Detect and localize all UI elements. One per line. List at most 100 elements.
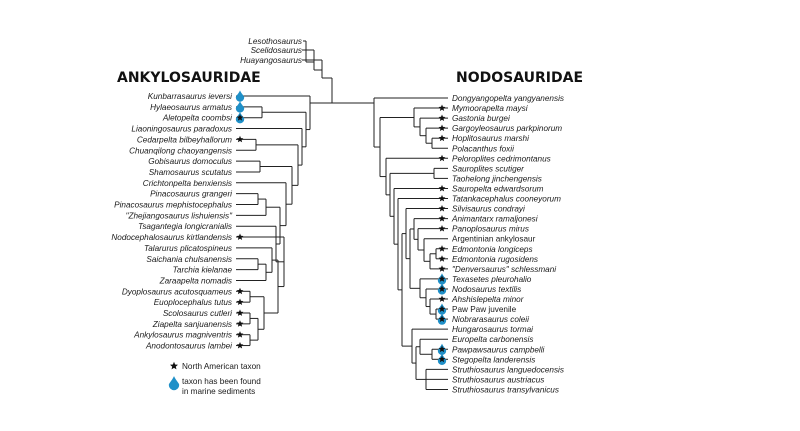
- taxon-label: Tsagantegia longicranialis: [138, 222, 232, 231]
- taxon-label: Crichtonpelta benxiensis: [143, 179, 232, 188]
- north-american-star-icon: [438, 204, 446, 212]
- taxon-label: Edmontonia longiceps: [452, 245, 533, 254]
- taxon-label: Euoplocephalus tutus: [154, 298, 232, 307]
- taxon-label: Lesothosaurus: [248, 37, 302, 46]
- taxon-label: Silvisaurus condrayi: [452, 205, 525, 214]
- taxon-label: Niobrarasaurus coleii: [452, 315, 529, 324]
- taxon-label: Pinacosaurus mephistocephalus: [114, 201, 232, 210]
- taxon-label: Ziapelta sanjuanensis: [152, 320, 232, 329]
- north-american-star-icon: [236, 135, 244, 143]
- taxon-label: Dyoplosaurus acutosquameus: [122, 287, 232, 296]
- north-american-star-icon: [438, 295, 446, 302]
- north-american-star-icon: [438, 225, 446, 232]
- taxon-label: Chuanqilong chaoyangensis: [129, 146, 232, 155]
- taxon-label: Hungarosaurus tormai: [452, 325, 533, 334]
- north-american-star-icon: [438, 315, 446, 323]
- taxon-label: Taohelong jinchengensis: [452, 174, 542, 183]
- legend-drop-label-1: taxon has been found: [182, 377, 261, 386]
- taxon-label: Animantarx ramaljonesi: [451, 215, 538, 224]
- taxon-label: Gastonia burgei: [452, 114, 510, 123]
- north-american-star-icon: [236, 114, 244, 121]
- taxon-label: Zaraapelta nomadis: [159, 276, 232, 285]
- north-american-star-icon: [438, 255, 446, 262]
- legend-drop-label-2: in marine sediments: [182, 387, 255, 396]
- taxon-label: Peloroplites cedrimontanus: [452, 154, 551, 163]
- marine-drop-icon: [235, 90, 245, 102]
- north-american-star-icon: [438, 355, 446, 363]
- north-american-star-icon: [236, 320, 244, 327]
- taxon-label: Scelidosaurus: [251, 46, 302, 55]
- taxon-label: Gargoyleosaurus parkpinorum: [452, 124, 562, 133]
- taxon-label: Sauroplites scutiger: [452, 164, 524, 173]
- north-american-star-icon: [236, 298, 244, 306]
- north-american-star-icon: [236, 331, 244, 338]
- taxon-label: Pinacosaurus grangeri: [150, 190, 232, 199]
- north-american-star-icon: [438, 184, 446, 192]
- taxon-label: Nodocephalosaurus kirtlandensis: [111, 233, 232, 242]
- north-american-star-icon: [236, 341, 244, 349]
- taxon-label: Europelta carbonensis: [452, 335, 533, 344]
- taxon-label: Huayangosaurus: [240, 56, 302, 65]
- north-american-star-icon: [438, 114, 446, 122]
- north-american-star-icon: [236, 309, 244, 316]
- taxon-label: Hoplitosaurus marshi: [452, 134, 529, 143]
- taxon-label: Texasetes pleurohalio: [452, 275, 532, 284]
- taxon-label: Stegopelta landerensis: [452, 355, 535, 364]
- taxon-label: Anodontosaurus lambei: [145, 342, 232, 351]
- taxon-label: Hylaeosaurus armatus: [150, 103, 232, 112]
- taxon-label: Dongyangopelta yangyanensis: [452, 94, 564, 103]
- taxon-label: Struthiosaurus austriacus: [452, 375, 544, 384]
- taxon-label: Struthiosaurus transylvanicus: [452, 385, 559, 394]
- taxon-label: Struthiosaurus languedocensis: [452, 365, 564, 374]
- taxon-labels: LesothosaurusScelidosaurusHuayangosaurus…: [111, 37, 564, 394]
- taxon-label: "Zhejiangosaurus lishuiensis": [126, 211, 233, 220]
- taxon-label: Panoplosaurus mirus: [452, 225, 529, 234]
- taxon-label: Talarurus plicatospineus: [144, 244, 232, 253]
- taxon-label: Kunbarrasaurus ieversi: [148, 92, 232, 101]
- north-american-star-icon: [170, 361, 178, 370]
- taxon-label: "Denversaurus" schlessmani: [452, 265, 556, 274]
- north-american-star-icon: [438, 104, 446, 111]
- ankylosauridae-heading: ANKYLOSAURIDAE: [117, 70, 261, 86]
- north-american-star-icon: [438, 194, 446, 202]
- legend-star-icon: [170, 361, 178, 370]
- north-american-star-icon: [438, 134, 446, 142]
- north-american-star-icon: [438, 285, 446, 292]
- north-american-star-icon: [438, 154, 446, 162]
- taxon-label: Tatankacephalus cooneyorum: [452, 195, 561, 204]
- north-american-star-icon: [236, 287, 244, 295]
- taxon-label: Tarchia kielanae: [173, 266, 233, 275]
- north-american-star-icon: [438, 265, 446, 272]
- north-american-star-icon: [438, 275, 446, 282]
- taxon-label: Edmontonia rugosidens: [452, 255, 538, 264]
- taxon-label: Cedarpelta bilbeyhallorum: [137, 135, 232, 144]
- marine-drop-icon: [235, 101, 245, 113]
- taxon-label: Scolosaurus cutleri: [163, 309, 232, 318]
- taxon-label: Mymoorapelta maysi: [452, 104, 528, 113]
- north-american-star-icon: [438, 215, 446, 222]
- legend: North American taxon taxon has been foun…: [168, 361, 261, 396]
- taxon-label: Shamosaurus scutatus: [149, 168, 232, 177]
- taxon-label: Sauropelta edwardsorum: [452, 184, 544, 193]
- taxon-label: Argentinian ankylosaur: [452, 235, 536, 244]
- north-american-star-icon: [438, 245, 446, 252]
- nodosauridae-heading: NODOSAURIDAE: [456, 70, 583, 86]
- north-american-star-icon: [438, 124, 446, 132]
- taxon-label: Saichania chulsanensis: [146, 255, 232, 264]
- taxon-label: Gobisaurus domoculus: [148, 157, 232, 166]
- north-american-star-icon: [438, 305, 446, 312]
- taxon-label: Pawpawsaurus campbelli: [452, 345, 545, 354]
- taxon-label: Ankylosaurus magniventris: [133, 331, 232, 340]
- north-american-star-icon: [236, 233, 244, 240]
- legend-star-label: North American taxon: [182, 362, 261, 371]
- north-american-star-icon: [438, 345, 446, 353]
- marine-drop-icon: [168, 376, 180, 391]
- taxon-label: Paw Paw juvenile: [452, 305, 517, 314]
- taxon-label: Polacanthus foxii: [452, 144, 514, 153]
- cladogram-branches: [236, 40, 448, 390]
- taxon-label: Liaoningosaurus paradoxus: [131, 125, 232, 134]
- taxon-symbols: [235, 90, 447, 365]
- taxon-label: Ahshislepelta minor: [451, 295, 524, 304]
- taxon-label: Aletopelta coombsi: [162, 114, 232, 123]
- legend-drop-icon: [168, 376, 180, 391]
